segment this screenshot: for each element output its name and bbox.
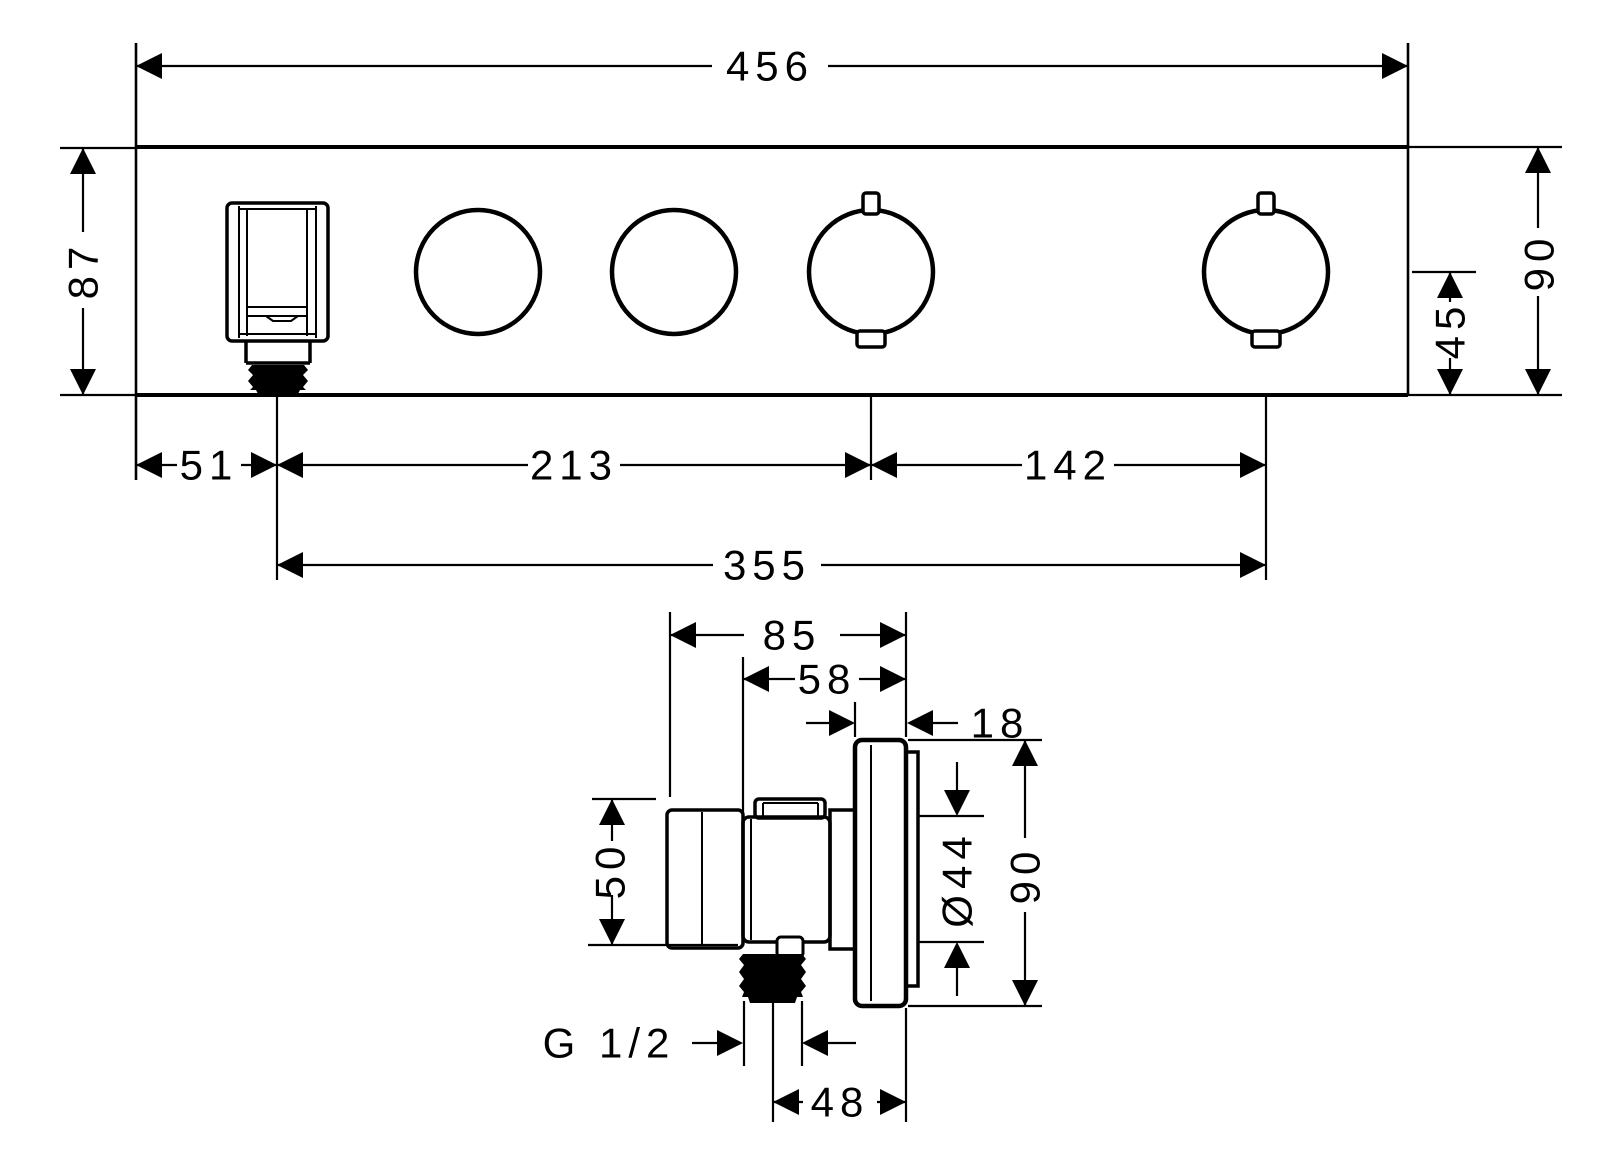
side-handle [665, 808, 745, 950]
dim-height-left: 87 [60, 146, 136, 397]
dim-overall-width: 456 [136, 43, 1408, 90]
dim-center-to-bottom: 45 [1412, 270, 1476, 395]
front-extension-lines [275, 397, 1268, 580]
dim-plate-thickness: 18 [806, 700, 1030, 747]
dim-valve-diameter-label: Ø44 [934, 830, 981, 927]
dim-handle-height: 50 [587, 797, 738, 947]
spout-neck [244, 341, 312, 365]
knob-select-2 [609, 207, 739, 337]
side-thread [739, 954, 806, 1003]
dim-spout-offset-label: 51 [180, 442, 239, 489]
spout-thread [248, 365, 308, 394]
side-handle-cap [753, 797, 827, 820]
dim-total-depth-label: 85 [763, 612, 822, 659]
side-valve-body [741, 808, 857, 951]
dim-total-spacing: 355 [277, 542, 1266, 589]
knob-select-1 [413, 207, 543, 337]
dim-outlet-to-wall-label: 48 [811, 1079, 870, 1126]
dim-plate-thickness-label: 18 [971, 700, 1030, 747]
dim-overall-width-label: 456 [726, 43, 814, 90]
panel-outline [134, 43, 1410, 480]
dim-total-spacing-label: 355 [723, 542, 811, 589]
side-view: 85 58 18 50 [543, 612, 1049, 1126]
dim-plate-height: 90 [908, 738, 1049, 1008]
dim-valve-diameter: Ø44 [918, 762, 984, 996]
dim-height-right-label: 90 [1516, 233, 1563, 292]
dim-height-right: 90 [1408, 145, 1563, 397]
dim-handle3-to-handle4-label: 142 [1024, 442, 1112, 489]
dim-body-depth-label: 58 [798, 656, 857, 703]
dim-thread-spec: G 1/2 [543, 1020, 856, 1067]
dim-thread-spec-label: G 1/2 [543, 1020, 676, 1067]
dim-spout-to-handle3-label: 213 [530, 442, 618, 489]
side-escutcheon-plate [852, 737, 920, 1009]
dim-spacing-row: 51 213 142 [136, 442, 1266, 489]
dim-outlet-to-wall: 48 [773, 1079, 906, 1126]
knob-handle-3 [806, 191, 936, 349]
dim-total-depth: 85 [668, 612, 908, 797]
dim-center-to-bottom-label: 45 [1427, 301, 1474, 360]
side-outlet [739, 935, 806, 1003]
dim-body-depth: 58 [741, 656, 906, 814]
front-view: 456 87 90 45 [60, 43, 1563, 589]
dim-height-left-label: 87 [60, 241, 107, 300]
spout-connector [225, 201, 330, 394]
knob-handle-4 [1201, 191, 1331, 349]
dim-plate-height-label: 90 [1002, 846, 1049, 905]
dim-handle-height-label: 50 [587, 841, 634, 900]
